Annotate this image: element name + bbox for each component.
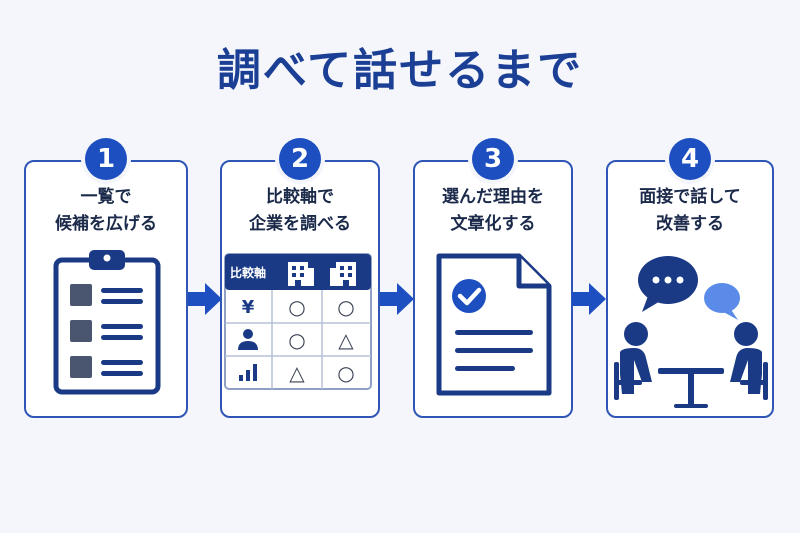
step-caption-1: 一覧で 候補を広げる [55,187,157,234]
compare-cell: △ [289,361,305,385]
step-card-3: 選んだ理由を 文章化する [413,160,573,418]
clipboard-list-icon [53,250,161,395]
step-number-1: 1 [85,138,127,180]
page-title: 調べて話せるまで [216,45,584,96]
bar-chart-icon [239,364,257,381]
yen-icon: ¥ [242,297,255,318]
step-card-1: 一覧で 候補を広げる [24,160,188,418]
arrow-right-icon [572,283,606,315]
speech-bubble-icon [638,256,698,312]
step-card-4: 面接で話して 改善する [606,160,774,418]
step-number-3: 3 [472,138,514,180]
compare-cell: ○ [337,295,354,319]
person-icon [238,329,258,350]
step-caption-2: 比較軸で 企業を調べる [249,187,351,234]
compare-cell: ○ [288,295,305,319]
document-check-icon [436,253,552,396]
arrow-right-icon [380,283,414,315]
step-caption-3: 選んだ理由を 文章化する [442,187,544,234]
interview-conversation-icon [614,256,768,408]
step-number-4: 4 [669,138,711,180]
table-icon [658,368,724,408]
compare-header-label: 比較軸 [230,265,266,280]
person-icon [614,322,652,400]
company-building-icon [330,262,356,286]
step-caption-4: 面接で話して 改善する [639,187,741,234]
speech-bubble-icon [704,283,740,320]
compare-cell: △ [338,328,354,352]
person-icon [730,322,768,400]
compare-cell: ○ [337,361,354,385]
company-building-icon [288,262,314,286]
comparison-table-icon: 比較軸 ¥ ○ ○ ○ △ △ ○ [224,253,372,390]
step-number-2: 2 [279,138,321,180]
compare-cell: ○ [288,328,305,352]
arrow-right-icon [188,283,222,315]
